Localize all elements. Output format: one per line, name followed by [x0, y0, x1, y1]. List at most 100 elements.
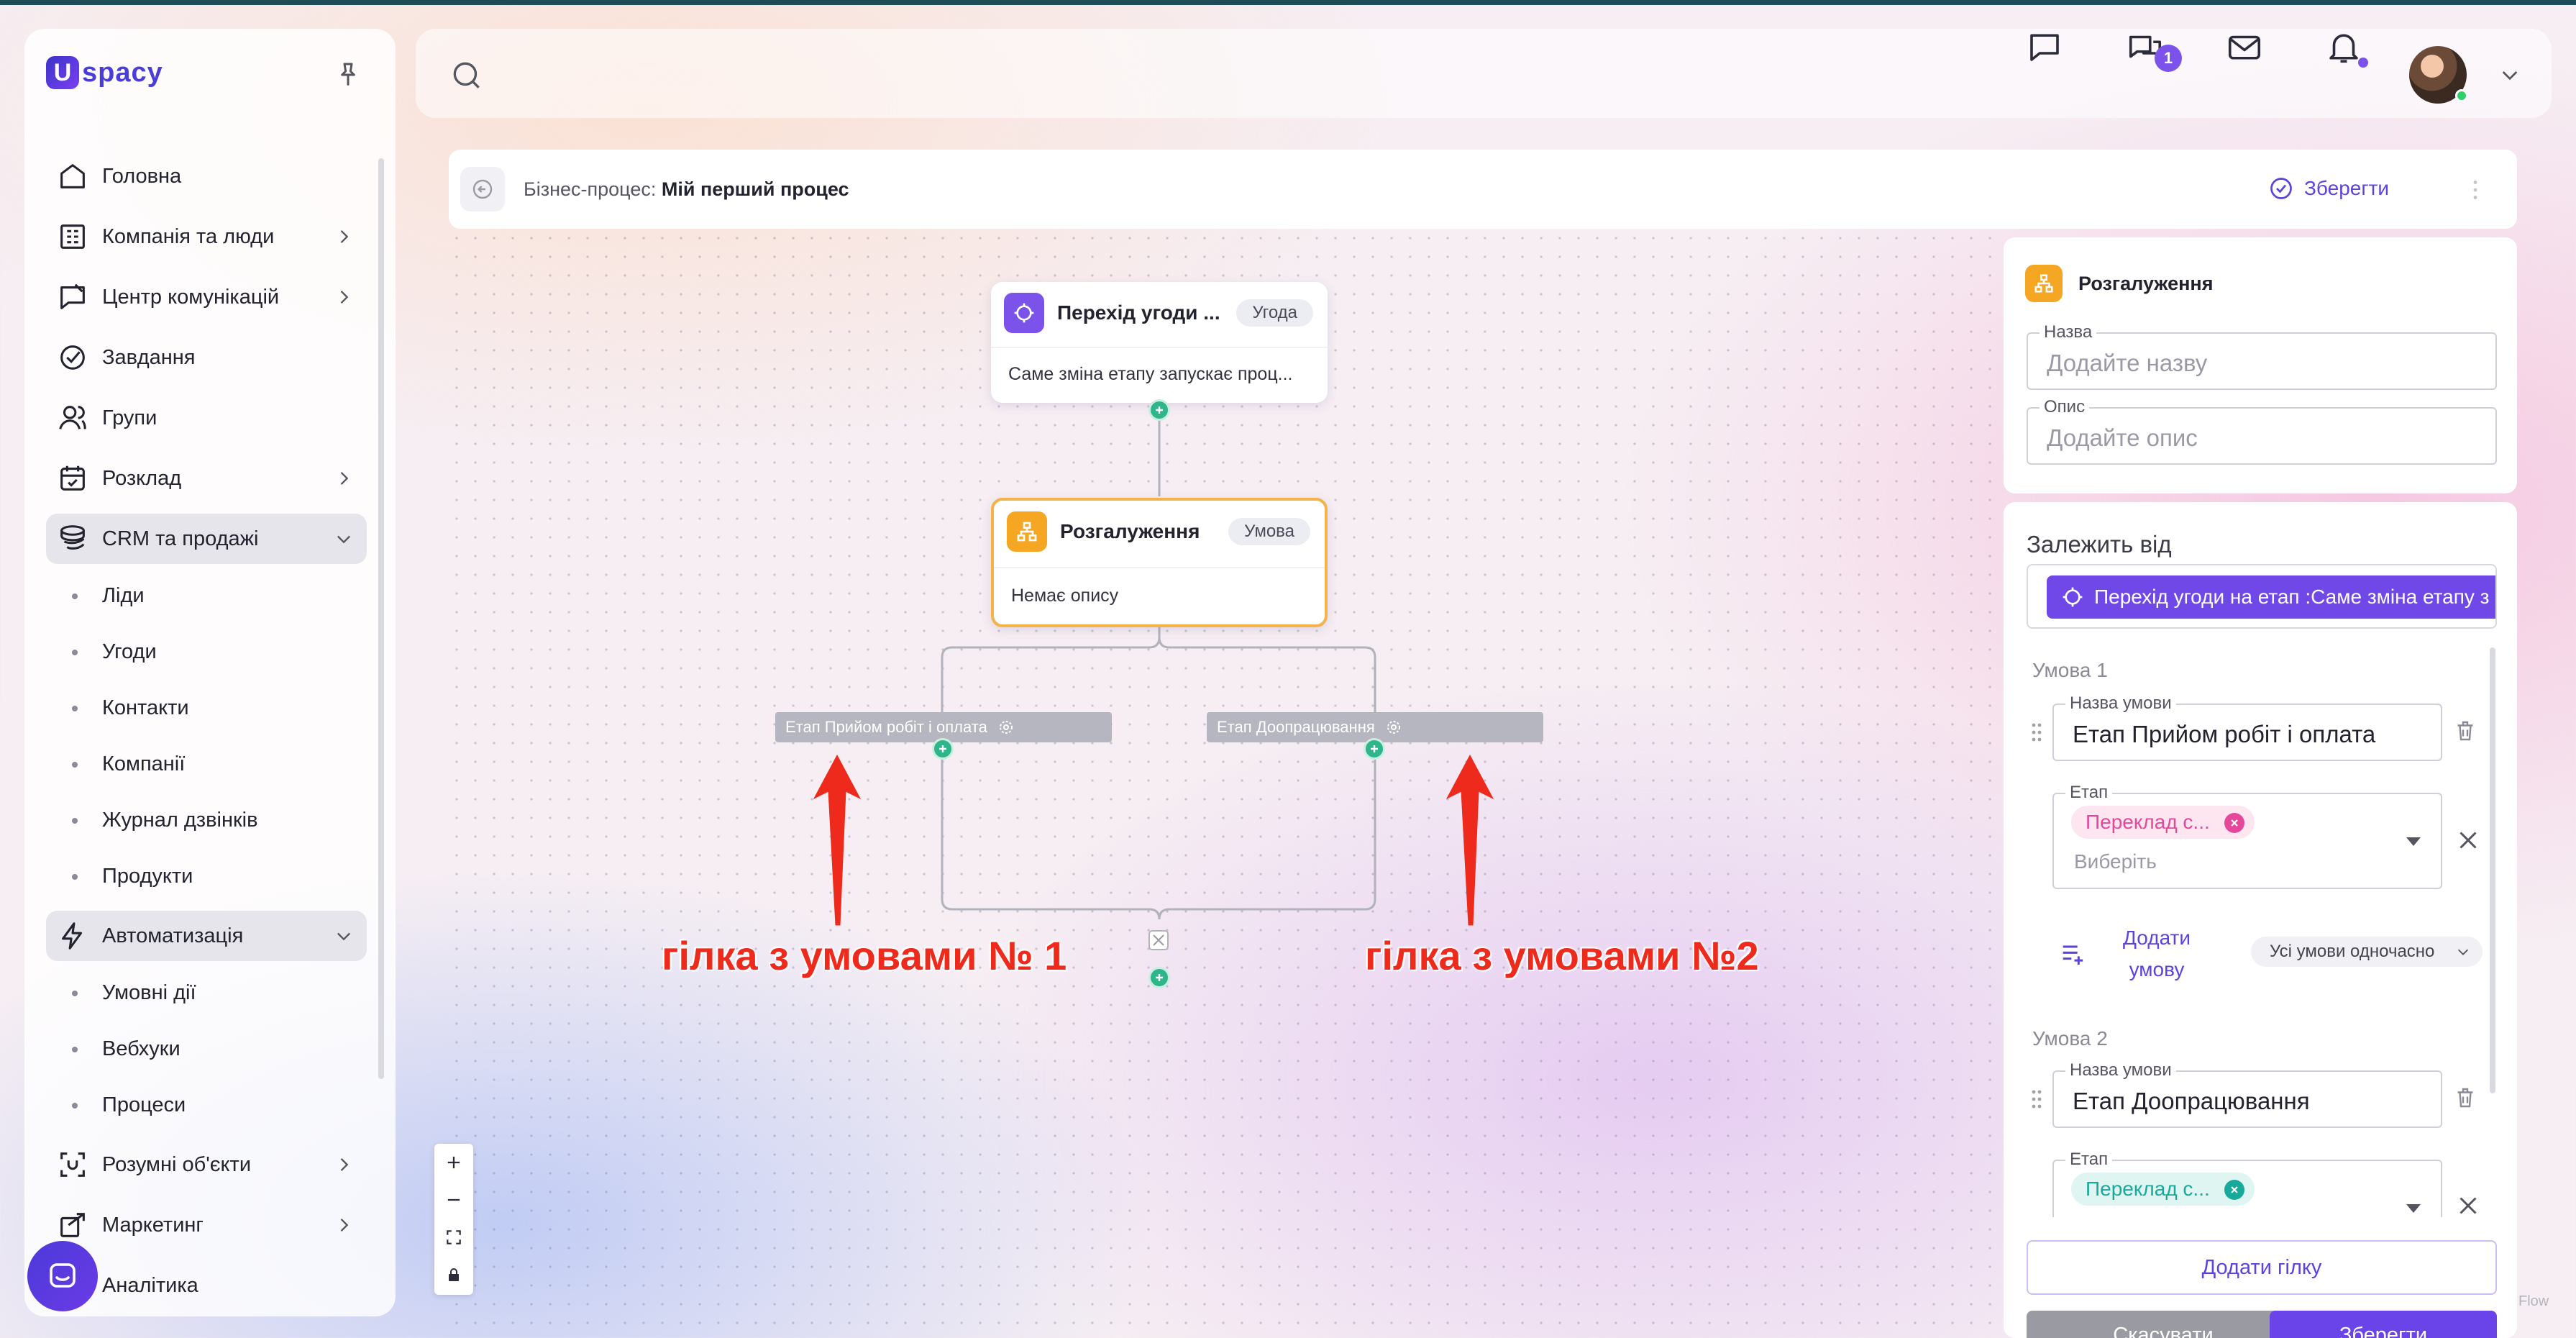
edge-branch-group-right: [1158, 637, 1376, 920]
drag-handle-icon[interactable]: [2031, 1089, 2042, 1109]
remove-chip-icon[interactable]: [2224, 1180, 2244, 1200]
description-input-label: Опис: [2040, 397, 2090, 417]
add-node-handle[interactable]: [1148, 399, 1170, 421]
depends-on-chip[interactable]: Перехід угоди на етап :Саме зміна етапу …: [2047, 575, 2495, 619]
add-condition-button[interactable]: Додати умову: [2058, 922, 2191, 986]
add-node-handle[interactable]: [1364, 738, 1385, 760]
flow-canvas[interactable]: [447, 229, 2001, 1337]
sidebar-item-label: Групи: [102, 406, 157, 429]
plus-icon: [1156, 406, 1163, 414]
close-icon: [2231, 819, 2238, 827]
chevron-right-icon: [340, 472, 349, 485]
sidebar-subitem-processes[interactable]: Процеси: [46, 1083, 367, 1127]
logo[interactable]: U spacy: [46, 56, 163, 89]
sidebar-item-groups[interactable]: Групи: [46, 393, 367, 443]
description-input[interactable]: Опис Додайте опис: [2027, 397, 2497, 465]
search-icon[interactable]: [449, 58, 485, 94]
name-input[interactable]: Назва Додайте назву: [2027, 322, 2497, 390]
sidebar-item-label: Завдання: [102, 345, 196, 369]
plus-icon: [1371, 745, 1378, 752]
sidebar-subitem-call-log[interactable]: Журнал дзвінків: [46, 798, 367, 842]
pin-icon[interactable]: [334, 60, 362, 89]
zoom-out-button[interactable]: [434, 1181, 473, 1219]
support-chat-button[interactable]: [27, 1241, 98, 1311]
chats-unread-badge: 1: [2155, 45, 2182, 72]
chevron-down-icon[interactable]: [2498, 63, 2521, 86]
sidebar-subitem-companies[interactable]: Компанії: [46, 742, 367, 786]
trash-icon[interactable]: [2452, 1085, 2478, 1111]
trigger-node[interactable]: Перехід угоди ... Угода Саме зміна етапу…: [991, 282, 1328, 403]
condition-2-stage-chip[interactable]: Переклад с...: [2071, 1173, 2255, 1206]
sidebar-subitem-leads[interactable]: Ліди: [46, 574, 367, 617]
add-condition-label-line2: умову: [2129, 958, 2185, 980]
save-process-button[interactable]: Зберегти: [2268, 176, 2389, 201]
branch-bar-1[interactable]: Етап Прийом робіт і оплата: [775, 712, 1112, 742]
sidebar-item-tasks[interactable]: Завдання: [46, 332, 367, 383]
sidebar-subitem-products[interactable]: Продукти: [46, 855, 367, 898]
condition-1-stage-select[interactable]: Етап Переклад с... Виберіть: [2052, 783, 2442, 889]
sidebar-item-company[interactable]: Компанія та люди: [46, 211, 367, 262]
process-name: Мій перший процес: [661, 178, 849, 200]
zoom-in-button[interactable]: [434, 1144, 473, 1181]
fit-view-button[interactable]: [434, 1219, 473, 1256]
chat-widget-icon: [50, 1263, 76, 1288]
annotation-arrow-1: [813, 754, 862, 926]
gear-icon[interactable]: [1385, 719, 1402, 736]
lock-canvas-button[interactable]: [434, 1256, 473, 1293]
sidebar-item-label: Автоматизація: [102, 924, 244, 947]
target-icon: [1014, 303, 1034, 323]
condition-1-title: Умова 1: [2032, 659, 2108, 681]
branch-node-title: Розгалуження: [1060, 520, 1200, 542]
messages-icon[interactable]: [2025, 27, 2064, 66]
sidebar-subitem-webhooks[interactable]: Вебхуки: [46, 1027, 367, 1070]
branch-bar-2[interactable]: Етап Доопрацювання: [1207, 712, 1543, 742]
condition-mode-value: Усі умови одночасно: [2270, 942, 2435, 961]
sidebar-item-marketing[interactable]: Маркетинг: [46, 1200, 367, 1250]
panel-scrollbar[interactable]: [2490, 647, 2495, 1093]
cancel-button[interactable]: Скасувати: [2027, 1311, 2300, 1338]
depends-on-field[interactable]: Перехід угоди на етап :Саме зміна етапу …: [2027, 564, 2497, 629]
sidebar-item-label: Головна: [102, 164, 182, 188]
sidebar-subitem-conditional-actions[interactable]: Умовні дії: [46, 971, 367, 1014]
condition-mode-select[interactable]: Усі умови одночасно: [2251, 937, 2483, 967]
sidebar-subitem-deals[interactable]: Угоди: [46, 630, 367, 673]
sidebar-nav: Головна Компанія та люди Центр комунікац…: [46, 151, 367, 1321]
close-icon[interactable]: [2455, 827, 2481, 853]
chevron-right-icon: [340, 1158, 349, 1171]
add-node-handle[interactable]: [932, 738, 954, 760]
mail-icon[interactable]: [2225, 27, 2264, 66]
close-icon[interactable]: [2455, 1193, 2481, 1217]
save-button[interactable]: Зберегти: [2270, 1311, 2497, 1338]
sidebar-scrollbar[interactable]: [378, 158, 384, 1079]
condition-2-stage-select[interactable]: Етап Переклад с...: [2052, 1150, 2442, 1217]
branch-node[interactable]: Розгалуження Умова Немає опису: [991, 498, 1328, 627]
condition-2-name-value: Етап Доопрацювання: [2073, 1088, 2310, 1114]
chevron-right-icon: [340, 230, 349, 243]
sidebar-item-smart-objects[interactable]: Розумні об'єкти: [46, 1139, 367, 1190]
condition-2-name-input[interactable]: Назва умови Етап Доопрацювання: [2052, 1060, 2442, 1128]
sidebar-item-analytics[interactable]: Аналітика: [46, 1260, 367, 1311]
bell-icon[interactable]: [2324, 27, 2363, 66]
add-node-handle[interactable]: [1148, 967, 1170, 988]
sidebar-item-automation[interactable]: Автоматизація: [46, 911, 367, 961]
sidebar-subitem-contacts[interactable]: Контакти: [46, 686, 367, 729]
drag-handle-icon[interactable]: [2031, 722, 2042, 742]
bullet-dot: [72, 593, 78, 599]
trash-icon[interactable]: [2452, 718, 2478, 744]
sidebar-item-home[interactable]: Головна: [46, 151, 367, 201]
sidebar-item-communication[interactable]: Центр комунікацій: [46, 272, 367, 322]
condition-1-stage-chip[interactable]: Переклад с...: [2071, 806, 2255, 839]
condition-1-name-label: Назва умови: [2065, 693, 2176, 714]
back-button[interactable]: [460, 167, 505, 211]
remove-chip-icon[interactable]: [2224, 813, 2244, 833]
condition-1-name-input[interactable]: Назва умови Етап Прийом робіт і оплата: [2052, 693, 2442, 761]
crm-icon: [60, 525, 85, 550]
save-process-label: Зберегти: [2304, 177, 2390, 199]
sidebar-subitem-label: Процеси: [102, 1093, 186, 1116]
more-vertical-icon[interactable]: [2468, 177, 2483, 203]
sidebar-subitem-label: Угоди: [102, 640, 157, 663]
sidebar-item-schedule[interactable]: Розклад: [46, 453, 367, 504]
gear-icon[interactable]: [997, 719, 1015, 736]
sidebar-item-crm[interactable]: CRM та продажі: [46, 514, 367, 564]
add-branch-button[interactable]: Додати гілку: [2027, 1240, 2497, 1295]
